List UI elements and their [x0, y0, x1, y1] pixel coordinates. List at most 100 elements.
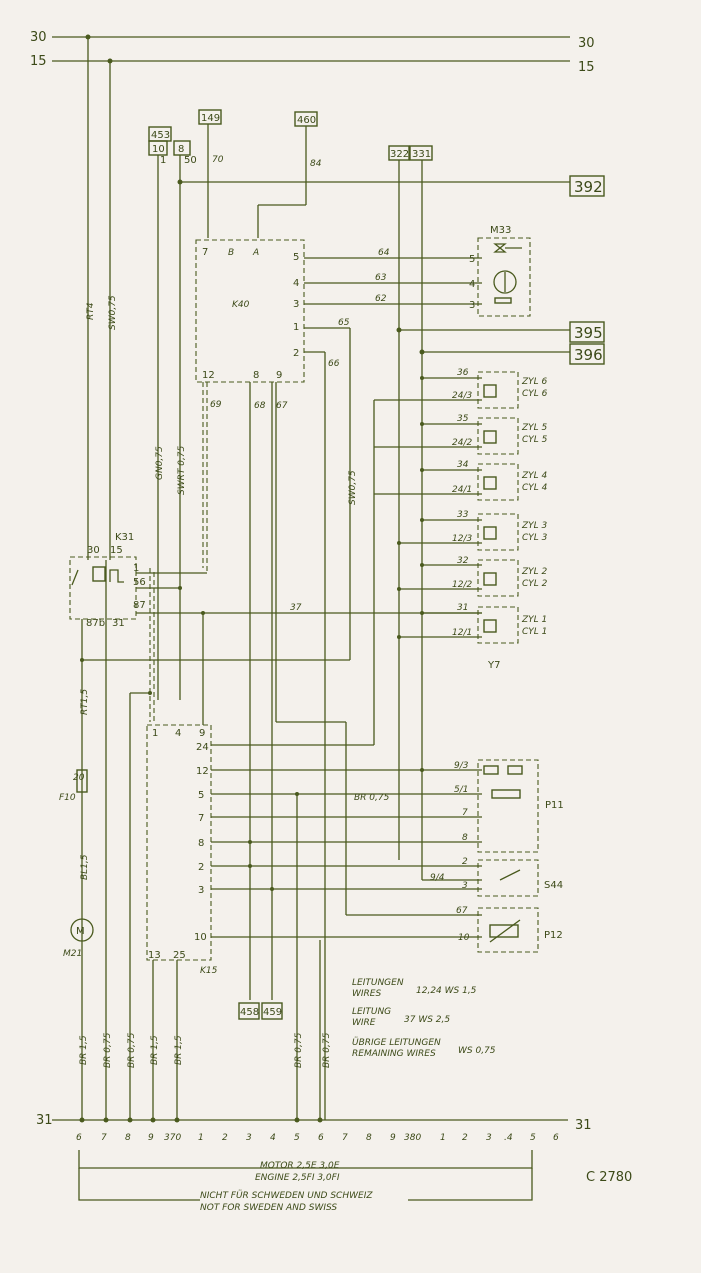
- injector-cyl4: 34 24/1 ZYL 4 CYL 4: [374, 460, 548, 501]
- svg-text:1: 1: [160, 155, 166, 166]
- svg-text:5: 5: [198, 790, 204, 801]
- svg-text:12: 12: [202, 370, 215, 381]
- svg-text:CYL 2: CYL 2: [522, 579, 548, 589]
- rail-30-label-left: 30: [30, 30, 47, 45]
- svg-text:10: 10: [458, 933, 470, 943]
- injector-cyl5: 35 24/2 ZYL 5 CYL 5: [374, 414, 548, 455]
- svg-text:322: 322: [390, 149, 409, 160]
- svg-text:1: 1: [293, 322, 299, 333]
- svg-text:4: 4: [469, 279, 475, 290]
- svg-text:CYL 6: CYL 6: [522, 389, 548, 399]
- svg-text:6: 6: [318, 1133, 324, 1143]
- svg-text:S44: S44: [544, 880, 563, 891]
- ref-322-331: 322 331: [388, 145, 433, 161]
- wire-sw075-b: SW0,75: [348, 470, 358, 505]
- svg-text:64: 64: [378, 248, 390, 258]
- s44-switch: S44 2 9/4 3: [430, 857, 563, 897]
- wire-br075: BR 0,75: [354, 793, 390, 803]
- svg-text:LEITUNGEN: LEITUNGEN: [352, 978, 404, 988]
- svg-text:2: 2: [462, 857, 468, 867]
- svg-text:331: 331: [412, 149, 431, 160]
- wire-rt4: RT4: [86, 302, 96, 320]
- svg-text:3: 3: [469, 300, 475, 311]
- svg-text:8: 8: [366, 1133, 372, 1143]
- svg-text:K31: K31: [115, 532, 134, 543]
- p12-temp-sensor: P12 67 10: [456, 906, 563, 953]
- svg-text:36: 36: [457, 368, 469, 378]
- svg-text:458: 458: [240, 1007, 259, 1018]
- svg-text:3: 3: [462, 881, 468, 891]
- svg-text:4: 4: [175, 728, 181, 739]
- svg-text:34: 34: [457, 460, 469, 470]
- svg-text:65: 65: [338, 318, 350, 328]
- svg-text:M33: M33: [490, 225, 511, 236]
- ref-460: 460: [294, 111, 318, 127]
- svg-text:50: 50: [184, 155, 197, 166]
- ref-458: 458: [238, 1002, 260, 1020]
- wire-sw075: SW0,75: [108, 295, 118, 330]
- motor-icon: [493, 270, 517, 294]
- svg-text:395: 395: [574, 324, 603, 342]
- ground-wire-3: BR 0,75: [127, 1032, 137, 1068]
- svg-text:M21: M21: [63, 949, 82, 959]
- svg-text:30: 30: [87, 545, 100, 556]
- rail-30-label-right: 30: [578, 36, 595, 51]
- ground-wire-4: BR 1,5: [150, 1035, 160, 1065]
- country-note: NICHT FÜR SCHWEDEN UND SCHWEIZ NOT FOR S…: [78, 1168, 533, 1213]
- k15-module: 1 4 9 24 12 5 7 8 2 3 10 13 25 K15: [146, 724, 218, 976]
- fuse-f10: 20 F10: [59, 769, 88, 803]
- svg-text:67: 67: [276, 401, 288, 411]
- svg-text:13: 13: [148, 950, 161, 961]
- svg-text:1: 1: [133, 563, 139, 574]
- ref-395: 395: [569, 321, 605, 343]
- svg-text:NOT FOR SWEDEN AND SWISS: NOT FOR SWEDEN AND SWISS: [200, 1203, 337, 1213]
- svg-text:459: 459: [263, 1007, 282, 1018]
- svg-text:8: 8: [253, 370, 259, 381]
- svg-text:5: 5: [293, 252, 299, 263]
- svg-text:370: 370: [164, 1133, 181, 1143]
- svg-text:4: 4: [293, 278, 299, 289]
- svg-text:7: 7: [101, 1133, 107, 1143]
- rail-30: 30 30: [30, 30, 595, 51]
- svg-text:REMAINING WIRES: REMAINING WIRES: [352, 1049, 436, 1059]
- svg-text:2: 2: [222, 1133, 228, 1143]
- svg-text:69: 69: [210, 400, 222, 410]
- svg-text:M: M: [76, 926, 85, 937]
- svg-text:63: 63: [375, 273, 387, 283]
- svg-text:35: 35: [457, 414, 469, 424]
- svg-text:1: 1: [440, 1133, 446, 1143]
- svg-text:WIRES: WIRES: [352, 989, 381, 999]
- svg-text:67: 67: [456, 906, 468, 916]
- ref-459: 459: [261, 1002, 283, 1020]
- svg-text:3: 3: [246, 1133, 252, 1143]
- svg-text:2: 2: [293, 348, 299, 359]
- svg-text:MOTOR 2,5E 3,0E: MOTOR 2,5E 3,0E: [260, 1161, 340, 1171]
- svg-text:6: 6: [76, 1133, 82, 1143]
- svg-text:CYL 3: CYL 3: [522, 533, 548, 543]
- svg-text:20: 20: [73, 773, 85, 783]
- svg-text:8: 8: [462, 833, 468, 843]
- svg-text:12/3: 12/3: [452, 534, 472, 544]
- svg-text:5: 5: [294, 1133, 300, 1143]
- ground-wire-5: BR 1,5: [174, 1035, 184, 1065]
- svg-text:5/1: 5/1: [454, 785, 468, 795]
- svg-text:F10: F10: [59, 793, 76, 803]
- svg-text:24: 24: [196, 742, 209, 753]
- svg-text:10: 10: [194, 932, 207, 943]
- rail-31: 31 31: [36, 1113, 592, 1133]
- svg-text:87b: 87b: [86, 618, 105, 629]
- svg-text:1: 1: [198, 1133, 204, 1143]
- svg-text:12: 12: [196, 766, 209, 777]
- svg-text:9: 9: [148, 1133, 154, 1143]
- svg-text:37 WS 2,5: 37 WS 2,5: [404, 1015, 450, 1025]
- rail-31-label-left: 31: [36, 1113, 53, 1128]
- wire-swrt075: SWRT 0,75: [177, 445, 187, 495]
- svg-text:ENGINE 2,5FI 3,0FI: ENGINE 2,5FI 3,0FI: [255, 1173, 340, 1183]
- svg-text:32: 32: [457, 556, 469, 566]
- svg-text:K15: K15: [200, 966, 218, 976]
- svg-text:2: 2: [462, 1133, 468, 1143]
- svg-text:3: 3: [486, 1133, 492, 1143]
- scale-380: 380 1 2 3 .4 5 6: [404, 1133, 559, 1143]
- svg-text:62: 62: [375, 294, 387, 304]
- svg-text:31: 31: [457, 603, 468, 613]
